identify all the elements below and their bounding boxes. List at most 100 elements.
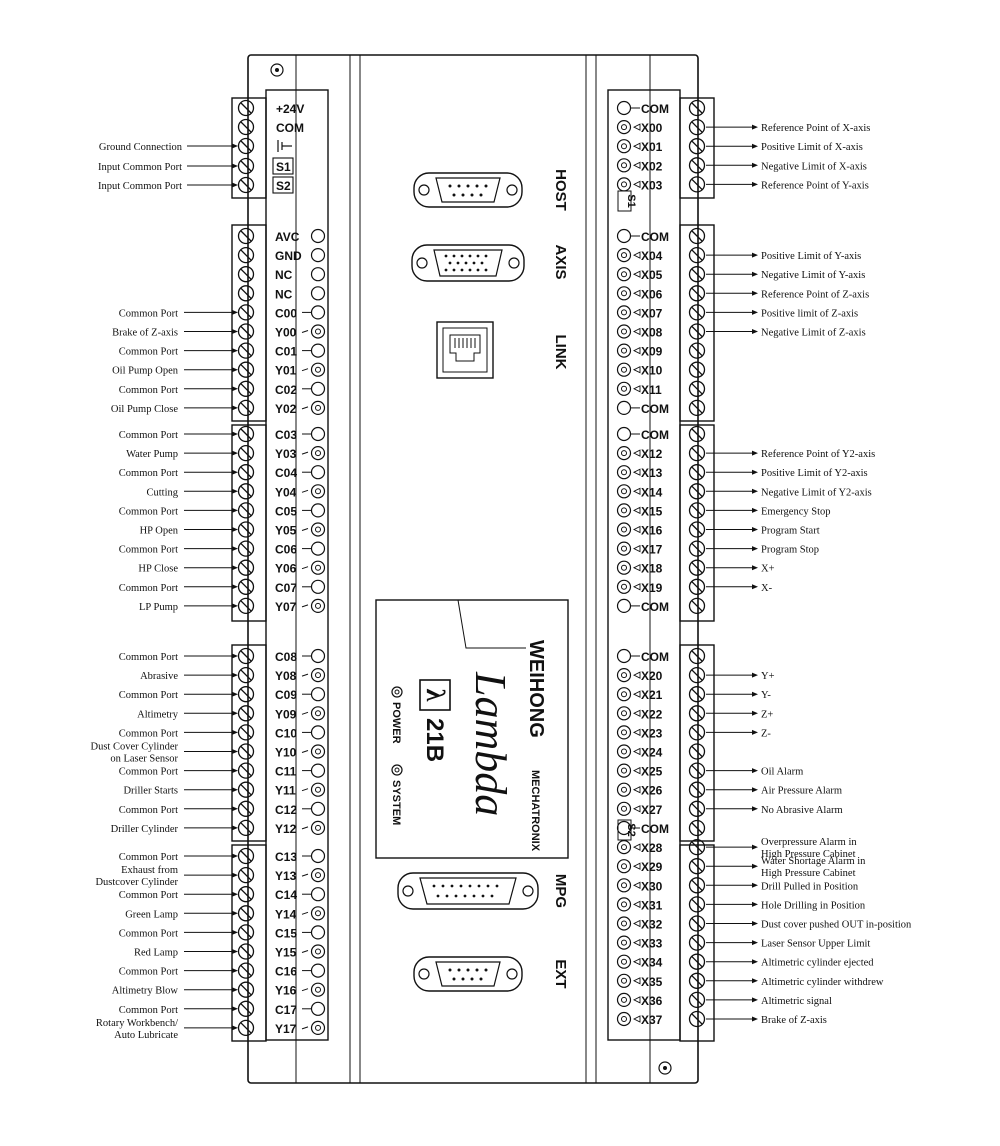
right-terminal-screw-x25-31[interactable]	[688, 762, 706, 779]
right-terminal-screw-x16-20[interactable]	[688, 521, 706, 538]
right-terminal-screw-x01-2[interactable]	[688, 138, 706, 155]
right-terminal-screw-x28-35[interactable]	[688, 838, 706, 856]
left-terminal-screw-c10-24[interactable]	[237, 724, 255, 741]
power-terminal-screw-2[interactable]	[237, 137, 255, 155]
right-terminal-screw-com-25[interactable]	[688, 647, 706, 665]
left-terminal-screw-y06-17[interactable]	[237, 559, 255, 576]
left-terminal-screw-c03-10[interactable]	[237, 425, 255, 443]
left-pin-avc-0: AVC	[275, 230, 300, 244]
left-terminal-screw-y09-23[interactable]	[237, 705, 255, 722]
right-pin-x04-6: X04	[641, 249, 663, 263]
right-pin-description-21: Program Stop	[761, 545, 819, 556]
right-terminal-screw-x29-36[interactable]	[688, 858, 706, 875]
left-terminal-screw-y05-15[interactable]	[237, 521, 255, 538]
right-pin-description-27: Y-	[761, 690, 771, 701]
left-terminal-screw-c02-8[interactable]	[237, 380, 255, 397]
left-terminal-screw-c08-20[interactable]	[237, 647, 255, 665]
power-terminal-screw-3[interactable]	[237, 157, 255, 175]
right-pin-description-22: X+	[761, 564, 775, 575]
right-terminal-screw-x34-41[interactable]	[688, 953, 706, 970]
right-terminal-screw-x07-9[interactable]	[688, 304, 706, 321]
left-terminal-screw-nc-3[interactable]	[237, 285, 255, 302]
right-pin-x30-37: X30	[641, 879, 663, 893]
right-terminal-screw-x27-33[interactable]	[688, 800, 706, 817]
right-terminal-screw-com-0[interactable]	[688, 99, 706, 117]
left-terminal-screw-y16-37[interactable]	[237, 981, 255, 998]
right-terminal-screw-x11-13[interactable]	[688, 380, 706, 397]
right-terminal-screw-x30-37[interactable]	[688, 877, 706, 894]
right-terminal-screw-x26-32[interactable]	[688, 781, 706, 798]
left-terminal-screw-y17-39[interactable]	[237, 1019, 255, 1037]
right-terminal-screw-com-34[interactable]	[688, 819, 706, 837]
right-terminal-screw-x03-4[interactable]	[688, 176, 706, 193]
left-terminal-screw-c06-16[interactable]	[237, 540, 255, 557]
right-terminal-screw-x22-28[interactable]	[688, 705, 706, 722]
right-terminal-screw-x05-7[interactable]	[688, 266, 706, 283]
left-terminal-screw-y07-19[interactable]	[237, 597, 255, 615]
left-terminal-screw-c16-36[interactable]	[237, 962, 255, 979]
left-terminal-screw-y11-27[interactable]	[237, 781, 255, 798]
left-terminal-screw-c14-32[interactable]	[237, 886, 255, 903]
left-terminal-screw-y12-29[interactable]	[237, 819, 255, 837]
right-terminal-screw-x15-19[interactable]	[688, 502, 706, 519]
left-pin-c16-36: C16	[275, 965, 297, 979]
right-terminal-screw-x09-11[interactable]	[688, 342, 706, 359]
right-terminal-screw-x24-30[interactable]	[688, 743, 706, 760]
left-terminal-screw-c13-30[interactable]	[237, 847, 255, 865]
power-terminal-screw-0[interactable]	[237, 99, 255, 117]
right-terminal-screw-x10-12[interactable]	[688, 361, 706, 378]
left-terminal-screw-c17-38[interactable]	[237, 1000, 255, 1017]
right-terminal-screw-x04-6[interactable]	[688, 246, 706, 264]
left-terminal-screw-c01-6[interactable]	[237, 342, 255, 359]
right-terminal-screw-x12-16[interactable]	[688, 444, 706, 462]
right-terminal-screw-x32-39[interactable]	[688, 915, 706, 932]
left-terminal-screw-c00-4[interactable]	[237, 304, 255, 321]
right-terminal-screw-com-15[interactable]	[688, 425, 706, 443]
right-terminal-screw-x06-8[interactable]	[688, 285, 706, 302]
left-terminal-screw-avc-0[interactable]	[237, 227, 255, 245]
right-terminal-screw-com-24[interactable]	[688, 597, 706, 615]
right-terminal-screw-x20-26[interactable]	[688, 666, 706, 684]
right-terminal-screw-x14-18[interactable]	[688, 483, 706, 500]
left-terminal-screw-y03-11[interactable]	[237, 444, 255, 462]
right-terminal-screw-x17-21[interactable]	[688, 540, 706, 557]
power-terminal-screw-1[interactable]	[237, 118, 255, 136]
left-terminal-screw-y04-13[interactable]	[237, 483, 255, 500]
right-terminal-screw-com-5[interactable]	[688, 227, 706, 245]
ext-connector	[413, 956, 523, 992]
power-terminal-screw-4[interactable]	[237, 176, 255, 194]
left-terminal-screw-y15-35[interactable]	[237, 943, 255, 960]
left-terminal-screw-y14-33[interactable]	[237, 905, 255, 922]
right-terminal-screw-x37-44[interactable]	[688, 1010, 706, 1028]
left-pin-description-36: Common Port	[119, 967, 178, 978]
left-terminal-screw-c09-22[interactable]	[237, 686, 255, 703]
right-terminal-screw-com-14[interactable]	[688, 399, 706, 417]
left-terminal-screw-y02-9[interactable]	[237, 399, 255, 417]
right-terminal-screw-x08-10[interactable]	[688, 323, 706, 340]
left-terminal-screw-y01-7[interactable]	[237, 361, 255, 378]
left-terminal-screw-c07-18[interactable]	[237, 578, 255, 595]
right-terminal-screw-x00-1[interactable]	[688, 118, 706, 136]
right-terminal-screw-x19-23[interactable]	[688, 578, 706, 595]
left-terminal-screw-gnd-1[interactable]	[237, 246, 255, 264]
right-terminal-screw-x21-27[interactable]	[688, 686, 706, 703]
right-pin-x01-2: X01	[641, 140, 663, 154]
right-terminal-screw-x33-40[interactable]	[688, 934, 706, 951]
left-terminal-screw-y00-5[interactable]	[237, 323, 255, 340]
right-terminal-screw-x23-29[interactable]	[688, 724, 706, 741]
right-terminal-screw-x36-43[interactable]	[688, 991, 706, 1009]
left-terminal-screw-c12-28[interactable]	[237, 800, 255, 817]
right-terminal-screw-x31-38[interactable]	[688, 896, 706, 913]
left-terminal-screw-c05-14[interactable]	[237, 502, 255, 519]
left-terminal-screw-c11-26[interactable]	[237, 762, 255, 779]
left-terminal-screw-nc-2[interactable]	[237, 266, 255, 283]
left-terminal-screw-y10-25[interactable]	[237, 743, 255, 760]
right-terminal-screw-x35-42[interactable]	[688, 972, 706, 989]
right-terminal-screw-x13-17[interactable]	[688, 464, 706, 481]
left-terminal-screw-y08-21[interactable]	[237, 666, 255, 684]
left-terminal-screw-c15-34[interactable]	[237, 924, 255, 941]
left-terminal-screw-c04-12[interactable]	[237, 464, 255, 481]
right-terminal-screw-x18-22[interactable]	[688, 559, 706, 576]
left-terminal-screw-y13-31[interactable]	[237, 866, 255, 884]
right-terminal-screw-x02-3[interactable]	[688, 157, 706, 174]
